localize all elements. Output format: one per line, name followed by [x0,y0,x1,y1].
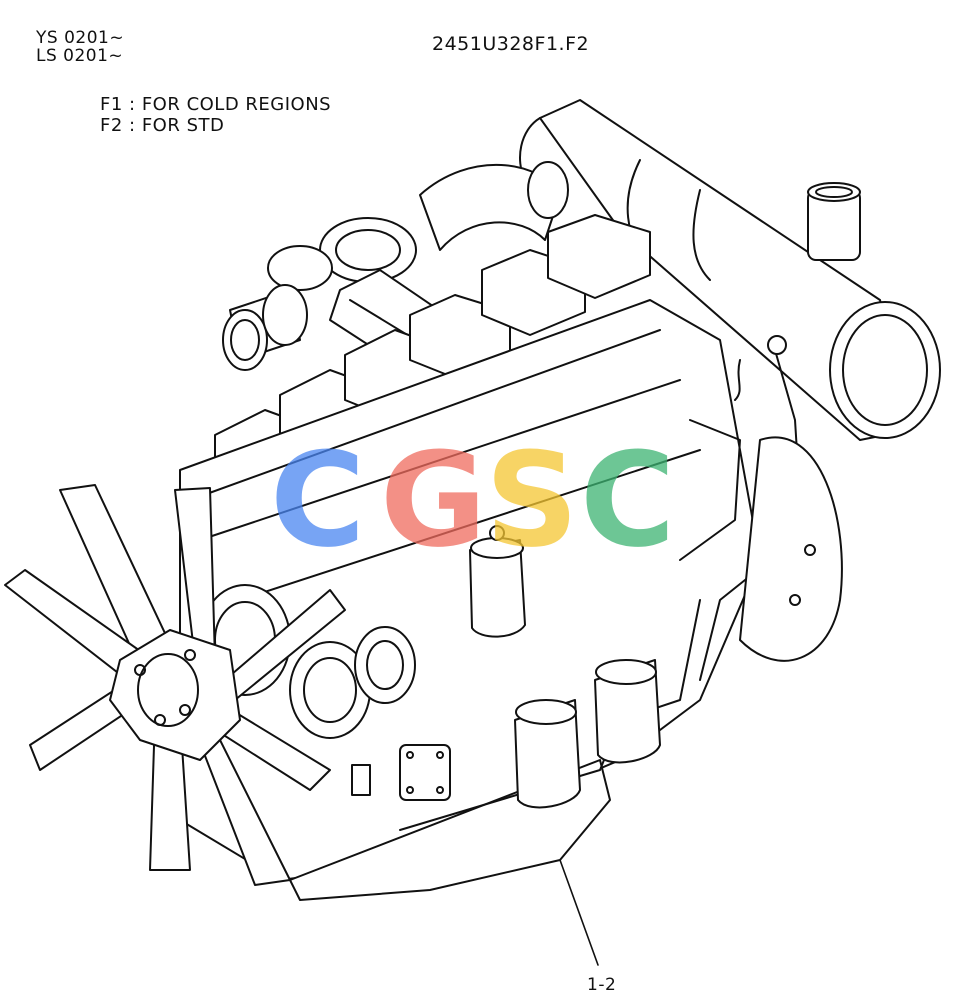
serial-range-ys: YS 0201~ [36,28,125,48]
turbocharger [222,161,569,371]
watermark-cgsc: C G S C [270,440,675,560]
watermark-letter-g: G [380,440,487,560]
oil-filters [514,659,661,809]
side-cover-plate [351,744,451,801]
callout-leader [559,859,599,966]
watermark-letter-s: S [485,440,579,560]
cooling-fan [4,484,346,886]
note-std: F2 : FOR STD [100,115,225,136]
callout-label: 1-2 [587,975,617,995]
note-cold-regions: F1 : FOR COLD REGIONS [100,94,332,115]
serial-range-ls: LS 0201~ [36,46,124,66]
watermark-letter-c2: C [580,440,675,560]
fuel-filter [469,525,526,638]
drawing-code: 2451U328F1.F2 [432,33,590,55]
flywheel-housing [739,436,843,662]
watermark-letter-c: C [270,440,365,560]
air-cleaner [519,99,941,441]
